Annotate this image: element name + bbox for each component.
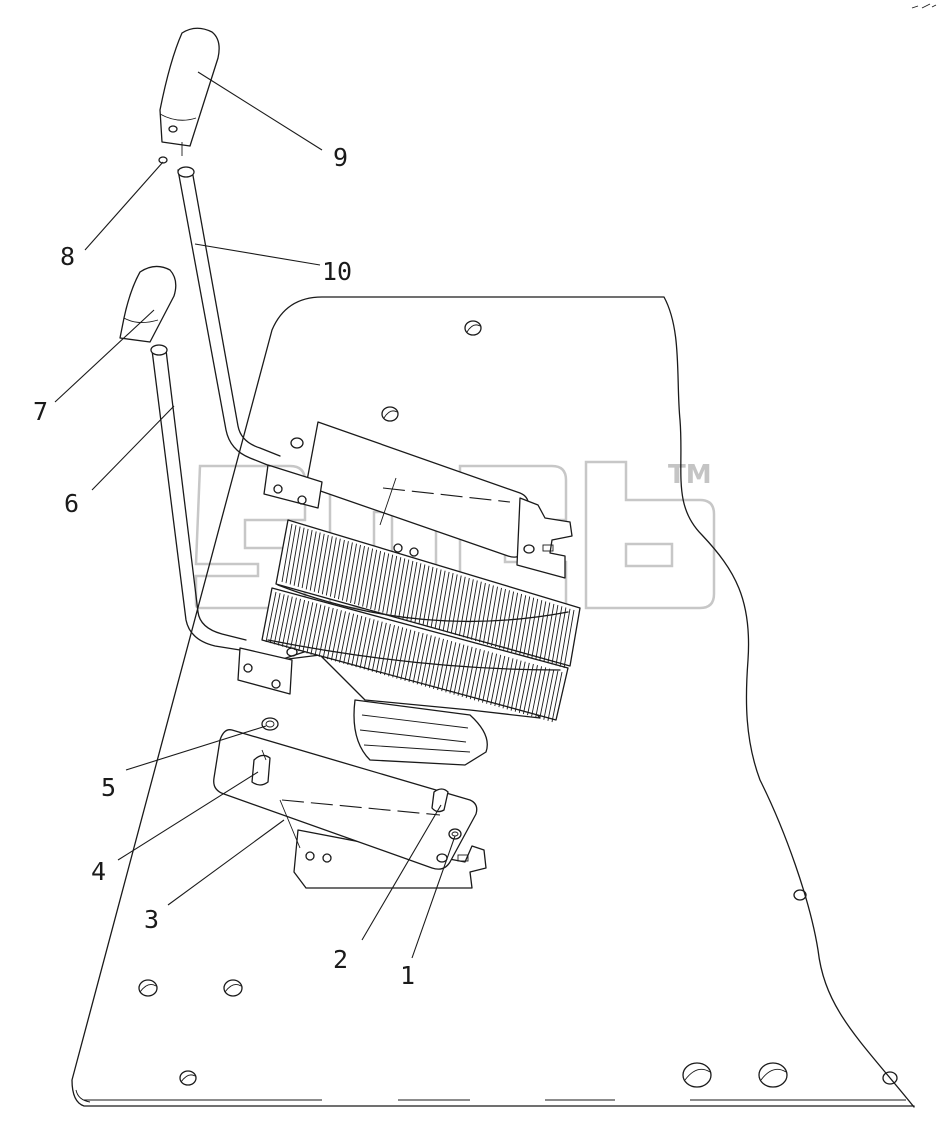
lower-pedal-bracket — [213, 729, 487, 889]
callout-labels: 1 2 3 4 5 6 7 8 9 10 — [33, 143, 415, 990]
panel-bolt-holes — [138, 320, 898, 1088]
lever-rod-upper — [177, 166, 281, 467]
pedal-pad-ribs — [265, 523, 575, 723]
hardware-items — [158, 156, 462, 840]
callout-9: 9 — [333, 143, 348, 172]
callout-2: 2 — [333, 945, 348, 974]
callout-6: 6 — [64, 489, 79, 518]
mounting-panel — [71, 296, 915, 1108]
corner-mark — [911, 3, 937, 9]
callout-3: 3 — [144, 905, 159, 934]
callout-10: 10 — [322, 257, 352, 286]
callout-4: 4 — [91, 857, 106, 886]
leader-lines — [54, 71, 456, 959]
upper-pedal-bracket — [290, 421, 573, 579]
lever-clevis-upper — [263, 464, 323, 509]
lever-rod-lower — [150, 344, 247, 651]
callout-8: 8 — [60, 242, 75, 271]
lower-grip — [119, 265, 177, 343]
callout-7: 7 — [33, 397, 48, 426]
lever-clevis-lower — [237, 647, 298, 695]
callout-5: 5 — [101, 773, 116, 802]
upper-grip — [159, 27, 220, 156]
callout-1: 1 — [400, 961, 415, 990]
pedal-body — [261, 519, 581, 766]
watermark-trademark: TM — [668, 460, 712, 490]
